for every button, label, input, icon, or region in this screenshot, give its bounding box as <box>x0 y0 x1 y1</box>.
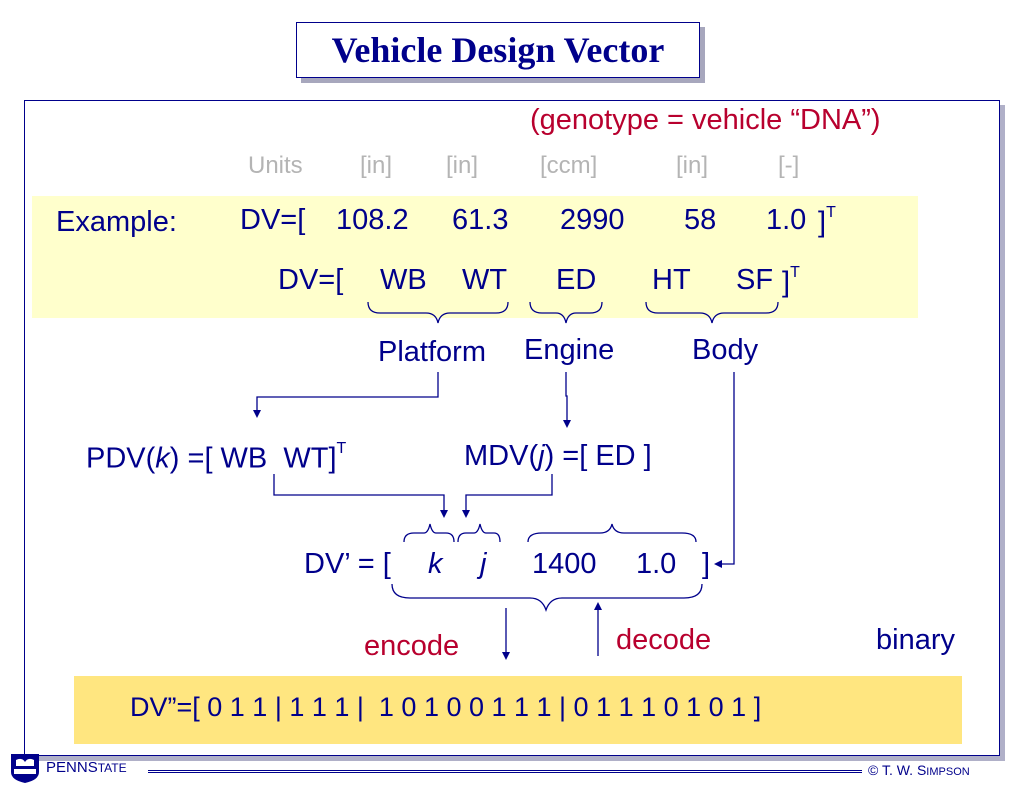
copyright-rest: IMPSON <box>926 766 970 778</box>
mdv-variable-j: j <box>538 440 545 472</box>
example-close-bracket: ]T <box>818 204 836 239</box>
pennstate-logo-icon <box>8 752 42 784</box>
example-dv-prefix: DV=[ <box>240 204 306 236</box>
example-highlight-band <box>32 196 918 318</box>
dv-prime-prefix: DV’ = [ <box>304 548 391 580</box>
mdv-name: MDV( <box>464 440 539 472</box>
pdv-name: PDV( <box>86 442 156 475</box>
group-platform: Platform <box>378 336 486 368</box>
copyright-notice: © T. W. SIMPSON <box>868 762 970 778</box>
units-label: Units <box>248 152 303 179</box>
encode-label: encode <box>364 630 460 662</box>
pdv-transpose: T <box>336 440 347 457</box>
binary-label: binary <box>876 624 955 656</box>
mdv-rest: ) =[ ED ] <box>544 440 652 472</box>
example-label: Example: <box>56 206 177 238</box>
mdv-expression: MDV(j) =[ ED ] <box>464 440 652 473</box>
unit-ht: [in] <box>676 152 709 179</box>
genotype-subtitle: (genotype = vehicle “DNA”) <box>530 104 881 136</box>
example-value-ht: 58 <box>684 204 717 236</box>
wordmark-state-initial: S <box>87 759 98 776</box>
dv-binary-string: DV”=[ 0 1 1 | 1 1 1 | 1 0 1 0 0 1 1 1 | … <box>130 692 762 722</box>
pdv-expression: PDV(k) =[ WB WT]T <box>86 440 346 475</box>
symbol-sf: SF <box>736 264 774 296</box>
symbolic-suffix: ] <box>782 266 791 299</box>
symbol-ht: HT <box>652 264 691 296</box>
symbol-ed: ED <box>556 264 597 296</box>
symbolic-dv-prefix: DV=[ <box>278 264 344 296</box>
symbol-wb: WB <box>380 264 427 296</box>
unit-wt: [in] <box>446 152 479 179</box>
dv-prime-close-bracket: ] <box>702 548 711 580</box>
group-body: Body <box>692 334 759 366</box>
unit-ed: [ccm] <box>540 152 598 179</box>
dv-prime-j: j <box>480 548 487 580</box>
example-suffix: ] <box>818 206 827 239</box>
dv-prime-k: k <box>428 548 443 580</box>
symbol-wt: WT <box>462 264 508 296</box>
example-value-sf: 1.0 <box>766 204 807 236</box>
slide-title: Vehicle Design Vector <box>331 30 665 70</box>
example-value-wt: 61.3 <box>452 204 509 236</box>
dv-prime-value-sf: 1.0 <box>636 548 677 580</box>
copyright-prefix: © T. W. S <box>868 762 927 778</box>
example-value-ed: 2990 <box>560 204 625 236</box>
pdv-rest: ) =[ WB WT] <box>169 442 337 475</box>
symbolic-transpose: T <box>790 264 800 281</box>
binary-highlight-band <box>74 676 962 744</box>
unit-sf: [-] <box>778 152 800 179</box>
dv-prime-value-ht: 1400 <box>532 548 597 580</box>
example-transpose: T <box>826 204 836 221</box>
slide-title-box: Vehicle Design Vector <box>296 22 700 78</box>
decode-label: decode <box>616 624 712 656</box>
footer-divider <box>148 770 862 773</box>
pennstate-wordmark: PENNSTATE <box>46 759 127 776</box>
wordmark-state-rest: TATE <box>97 761 127 775</box>
example-value-wb: 108.2 <box>336 204 409 236</box>
unit-wb: [in] <box>360 152 393 179</box>
group-engine: Engine <box>524 334 615 366</box>
symbolic-close-bracket: ]T <box>782 264 800 299</box>
pdv-variable-k: k <box>155 442 170 475</box>
wordmark-penn: PENN <box>46 759 88 776</box>
